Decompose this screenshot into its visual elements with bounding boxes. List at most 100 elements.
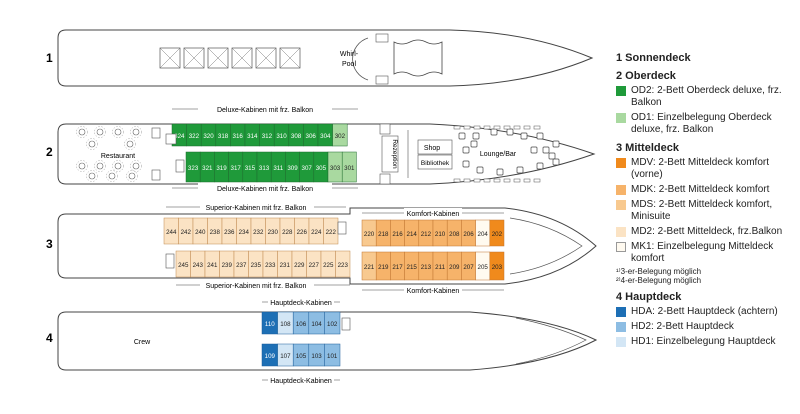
cabin-number: 103 bbox=[311, 353, 322, 360]
window-seat-icon bbox=[493, 125, 501, 130]
cabin-number: 105 bbox=[296, 353, 307, 360]
sun-lounger-icon bbox=[159, 47, 181, 69]
legend-item-hd2: HD2: 2-Bett Hauptdeck bbox=[616, 321, 800, 333]
cabin-number: 308 bbox=[291, 133, 302, 140]
cabin-number: 204 bbox=[478, 231, 489, 238]
table-icon bbox=[108, 172, 116, 180]
lounge-chair-icon bbox=[552, 140, 560, 148]
swatch-mds bbox=[616, 200, 626, 210]
window-seat-icon bbox=[483, 125, 491, 130]
table-icon bbox=[94, 160, 106, 172]
cabin-number: 235 bbox=[251, 262, 262, 269]
cabin-number: 212 bbox=[421, 231, 432, 238]
swatch-mdk bbox=[616, 185, 626, 195]
cabin-number: 319 bbox=[216, 165, 227, 172]
cabin-number: 106 bbox=[296, 321, 307, 328]
cabin-number: 207 bbox=[463, 264, 474, 271]
cabin-number: 305 bbox=[316, 165, 327, 172]
legend-text-hd1: HD1: Einzelbelegung Hauptdeck bbox=[631, 336, 776, 347]
lounge-chair-icon bbox=[548, 152, 556, 160]
table-icon bbox=[112, 160, 124, 172]
lounge-chair-icon bbox=[458, 132, 466, 140]
swatch-hd1 bbox=[616, 337, 626, 347]
lounge-chair-icon bbox=[520, 132, 528, 140]
legend-note-1: ¹⁾3-er-Belegung möglich bbox=[616, 267, 702, 276]
cabin-number: 227 bbox=[309, 262, 320, 269]
cabin-number: 101 bbox=[327, 353, 338, 360]
table-icon bbox=[94, 126, 106, 138]
cabin-number: 321 bbox=[202, 165, 213, 172]
cabin-number: 315 bbox=[245, 165, 256, 172]
sun-loungers bbox=[159, 47, 301, 69]
window-seat-icon bbox=[523, 125, 531, 130]
window-seat-icon bbox=[453, 125, 461, 130]
cabin bbox=[335, 250, 351, 278]
swatch-mk1 bbox=[616, 242, 626, 252]
cabin-number: 314 bbox=[247, 133, 258, 140]
cabin-number: 323 bbox=[188, 165, 199, 172]
window-seat-icon bbox=[533, 178, 541, 183]
cabin-number: 301 bbox=[344, 165, 355, 172]
legend-item-mdv: MDV: 2-Bett Mitteldeck komfort (vorne) bbox=[616, 157, 800, 181]
cabin-number: 208 bbox=[449, 231, 460, 238]
library-label: Bibliothek bbox=[421, 160, 450, 167]
cabin-number: 203 bbox=[492, 264, 503, 271]
superior-top-label: Superior-Kabinen mit frz. Balkon bbox=[206, 205, 307, 212]
table-icon bbox=[76, 160, 88, 172]
cabin-number: 216 bbox=[392, 231, 403, 238]
cabin-number: 209 bbox=[449, 264, 460, 271]
stairs-icon bbox=[165, 253, 175, 269]
cabin bbox=[341, 151, 357, 183]
cabin-number: 213 bbox=[421, 264, 432, 271]
swatch-mdv bbox=[616, 158, 626, 168]
superior-bottom-label: Superior-Kabinen mit frz. Balkon bbox=[206, 283, 307, 290]
cabin-number: 236 bbox=[224, 229, 235, 236]
cabin-number: 218 bbox=[378, 231, 389, 238]
legend-text-hda: HDA: 2-Bett Hauptdeck (achtern) bbox=[631, 306, 778, 317]
deck-number-3: 3 bbox=[46, 237, 53, 251]
cabin-number: 230 bbox=[268, 229, 279, 236]
swatch-hd2 bbox=[616, 322, 626, 332]
lounge-chair-icon bbox=[470, 140, 478, 148]
table-icon bbox=[96, 128, 104, 136]
cabin-number: 231 bbox=[280, 262, 291, 269]
cabin-number: 318 bbox=[218, 133, 229, 140]
table-icon bbox=[130, 126, 142, 138]
legend-item-hda: HDA: 2-Bett Hauptdeck (achtern) bbox=[616, 306, 800, 318]
deck-4-top-label: Hauptdeck-Kabinen bbox=[270, 300, 332, 307]
cabin-number: 322 bbox=[189, 133, 200, 140]
window-seat-icon bbox=[513, 178, 521, 183]
cabin-number: 205 bbox=[478, 264, 489, 271]
cabin-number: 309 bbox=[287, 165, 298, 172]
legend-item-hd1: HD1: Einzelbelegung Hauptdeck bbox=[616, 336, 800, 348]
label-bg bbox=[200, 280, 314, 290]
stairs-icon bbox=[175, 159, 185, 173]
window-seat-icon bbox=[453, 178, 461, 183]
label-bg bbox=[268, 375, 334, 385]
window-seat-icon bbox=[463, 125, 471, 130]
deck-plan: 1 2 3 4 Whirl- Pool Deluxe-Kabinen mit f… bbox=[46, 29, 598, 385]
deck-number-4: 4 bbox=[46, 331, 53, 345]
lounge-chair-icon bbox=[506, 128, 514, 136]
cabin-number: 108 bbox=[280, 321, 291, 328]
legend-item-od1: OD1: Einzelbelegung Oberdeck deluxe, frz… bbox=[616, 112, 800, 136]
cabin-number: 310 bbox=[276, 133, 287, 140]
bow-inner-line bbox=[509, 217, 583, 275]
cabin-number: 110 bbox=[265, 321, 275, 328]
cabin-number: 225 bbox=[323, 262, 334, 269]
legend-deck-1: 1 Sonnendeck bbox=[616, 52, 691, 64]
label-bg bbox=[198, 183, 332, 193]
label-bg bbox=[404, 208, 462, 218]
lounge-chair-icon bbox=[536, 132, 544, 140]
window-seat-icon bbox=[493, 178, 501, 183]
window-seat-icon bbox=[503, 178, 511, 183]
stairs-icon bbox=[341, 317, 351, 331]
legend: 1 Sonnendeck 2 Oberdeck OD2: 2-Bett Ober… bbox=[616, 52, 800, 348]
cabin-number: 311 bbox=[273, 165, 283, 172]
legend-item-mk1: MK1: Einzelbelegung Mitteldeck komfort bbox=[616, 241, 800, 265]
cabin-number: 320 bbox=[203, 133, 214, 140]
